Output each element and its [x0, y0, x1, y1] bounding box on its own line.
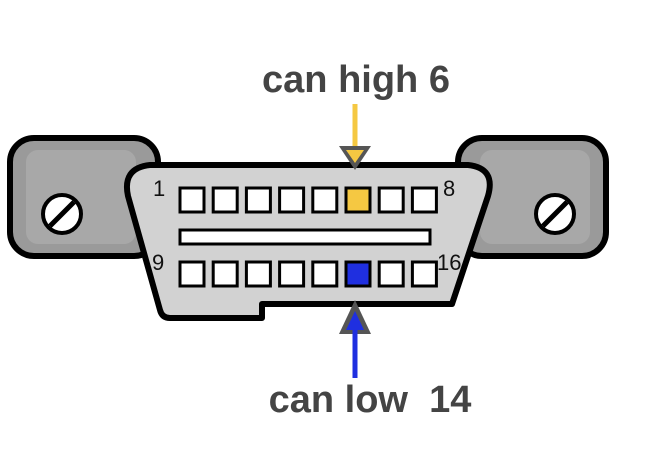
pin-16 [410, 260, 438, 288]
pin-6 [344, 186, 372, 214]
center-key-bar [178, 228, 432, 246]
pin-8 [410, 186, 438, 214]
pin-number-16: 16 [437, 250, 461, 275]
pin-4 [278, 186, 306, 214]
pin-5 [311, 186, 339, 214]
can-high-label: can high 6 [262, 59, 450, 101]
arrow-up-icon [339, 300, 371, 378]
pin-1 [178, 186, 206, 214]
pin-3 [244, 186, 272, 214]
pin-7 [377, 186, 405, 214]
pin-2 [211, 186, 239, 214]
screw-icon [534, 193, 576, 235]
pin-14 [344, 260, 372, 288]
pin-10 [211, 260, 239, 288]
pin-15 [377, 260, 405, 288]
pin-number-8: 8 [443, 176, 455, 201]
pin-11 [244, 260, 272, 288]
pin-12 [278, 260, 306, 288]
screw-icon [41, 193, 83, 235]
can-low-label: can low 14 [269, 379, 472, 421]
pin-9 [178, 260, 206, 288]
arrow-down-icon [339, 104, 371, 170]
pin-number-9: 9 [152, 250, 164, 275]
bottom-pin-row [178, 260, 438, 288]
pin-number-1: 1 [153, 176, 165, 201]
pin-13 [311, 260, 339, 288]
top-pin-row [178, 186, 438, 214]
